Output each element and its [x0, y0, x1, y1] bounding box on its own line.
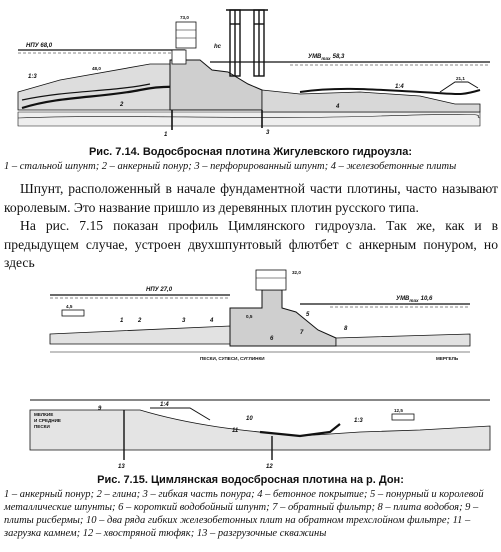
label-elev-05: 0,5: [246, 314, 253, 319]
label-elev-125: 12,5: [394, 408, 403, 413]
body-paragraph-2: На рис. 7.15 показан профиль Цимлянского…: [4, 218, 498, 270]
figure-7-15-caption-legend: 1 – анкерный понур; 2 – глина; 3 – гибка…: [4, 489, 484, 539]
body-text: Шпунт, расположенный в начале фундаментн…: [4, 180, 498, 273]
label-715-num-6: 6: [270, 336, 274, 342]
figure-7-15: НПУ 27,0 4,5 1 2 3 4 32,0 0,5 5 7 6 8 УМ…: [0, 260, 501, 470]
label-715-num-5: 5: [306, 312, 310, 318]
label-side-3: ПЕСКИ: [34, 424, 50, 429]
label-num-1: 1: [164, 132, 168, 138]
label-elev-45: 4,5: [66, 304, 73, 309]
label-715-num-1: 1: [120, 318, 124, 324]
label-num-2: 2: [119, 102, 124, 108]
label-715-num-2: 2: [137, 318, 142, 324]
figure-7-14: НПУ 68,0 1:3 48,0 73,0 hс УМВ: [0, 0, 501, 140]
label-npu: НПУ 68,0: [26, 43, 53, 49]
label-umv-715-val: 10,6: [421, 296, 433, 302]
label-715-num-7: 7: [300, 330, 304, 336]
label-elev-73: 73,0: [180, 15, 189, 20]
figure-7-14-caption-legend: 1 – стальной шпунт; 2 – анкерный понур; …: [4, 161, 457, 172]
label-715-num-3: 3: [182, 318, 186, 324]
label-hc: hс: [214, 44, 222, 50]
figure-7-15-caption-title: Рис. 7.15. Цимлянская водосбросная плоти…: [97, 474, 404, 486]
label-mergel: МЕРГЕЛЬ: [436, 356, 459, 361]
label-umv-val: 58,3: [333, 54, 345, 60]
body-paragraph-1: Шпунт, расположенный в начале фундаментн…: [4, 181, 498, 215]
label-slope-downstream: 1:4: [395, 84, 404, 90]
figure-7-15-drawing: НПУ 27,0 4,5 1 2 3 4 32,0 0,5 5 7 6 8 УМ…: [29, 269, 491, 470]
label-715-num-8: 8: [344, 326, 348, 332]
label-715-num-9: 9: [98, 406, 102, 412]
label-side-1: МЕЛКИЕ: [34, 412, 53, 417]
label-side-2: И СРЕДНИЕ: [34, 418, 61, 423]
label-slope-upstream: 1:3: [28, 74, 37, 80]
label-elev-48: 48,0: [92, 66, 101, 71]
label-slope-up-715: 1:4: [160, 402, 169, 408]
label-umv-text: УМВ: [308, 54, 322, 60]
label-elev-21: 21,1: [456, 76, 465, 81]
label-soils: ПЕСКИ, СУПЕСИ, СУГЛИНКИ: [200, 356, 265, 361]
label-715-num-10: 10: [246, 416, 253, 422]
figure-7-14-caption-title: Рис. 7.14. Водосбросная плотина Жигулевс…: [88, 146, 413, 158]
label-umv-715-sub: max: [409, 298, 419, 303]
label-npu-27: НПУ 27,0: [146, 287, 173, 293]
label-slope-down-715: 1:3: [354, 418, 363, 424]
figure-7-14-drawing: НПУ 68,0 1:3 48,0 73,0 hс УМВ: [17, 9, 490, 138]
label-num-3: 3: [266, 130, 270, 136]
label-715-num-12: 12: [266, 464, 273, 470]
label-elev-32: 32,0: [292, 270, 301, 275]
label-715-num-11: 11: [232, 428, 239, 434]
label-num-4: 4: [335, 104, 340, 110]
label-715-num-13: 13: [118, 464, 125, 470]
label-715-num-4: 4: [209, 318, 214, 324]
label-umv-sub: max: [321, 56, 331, 61]
label-umv-715-text: УМВ: [396, 296, 410, 302]
